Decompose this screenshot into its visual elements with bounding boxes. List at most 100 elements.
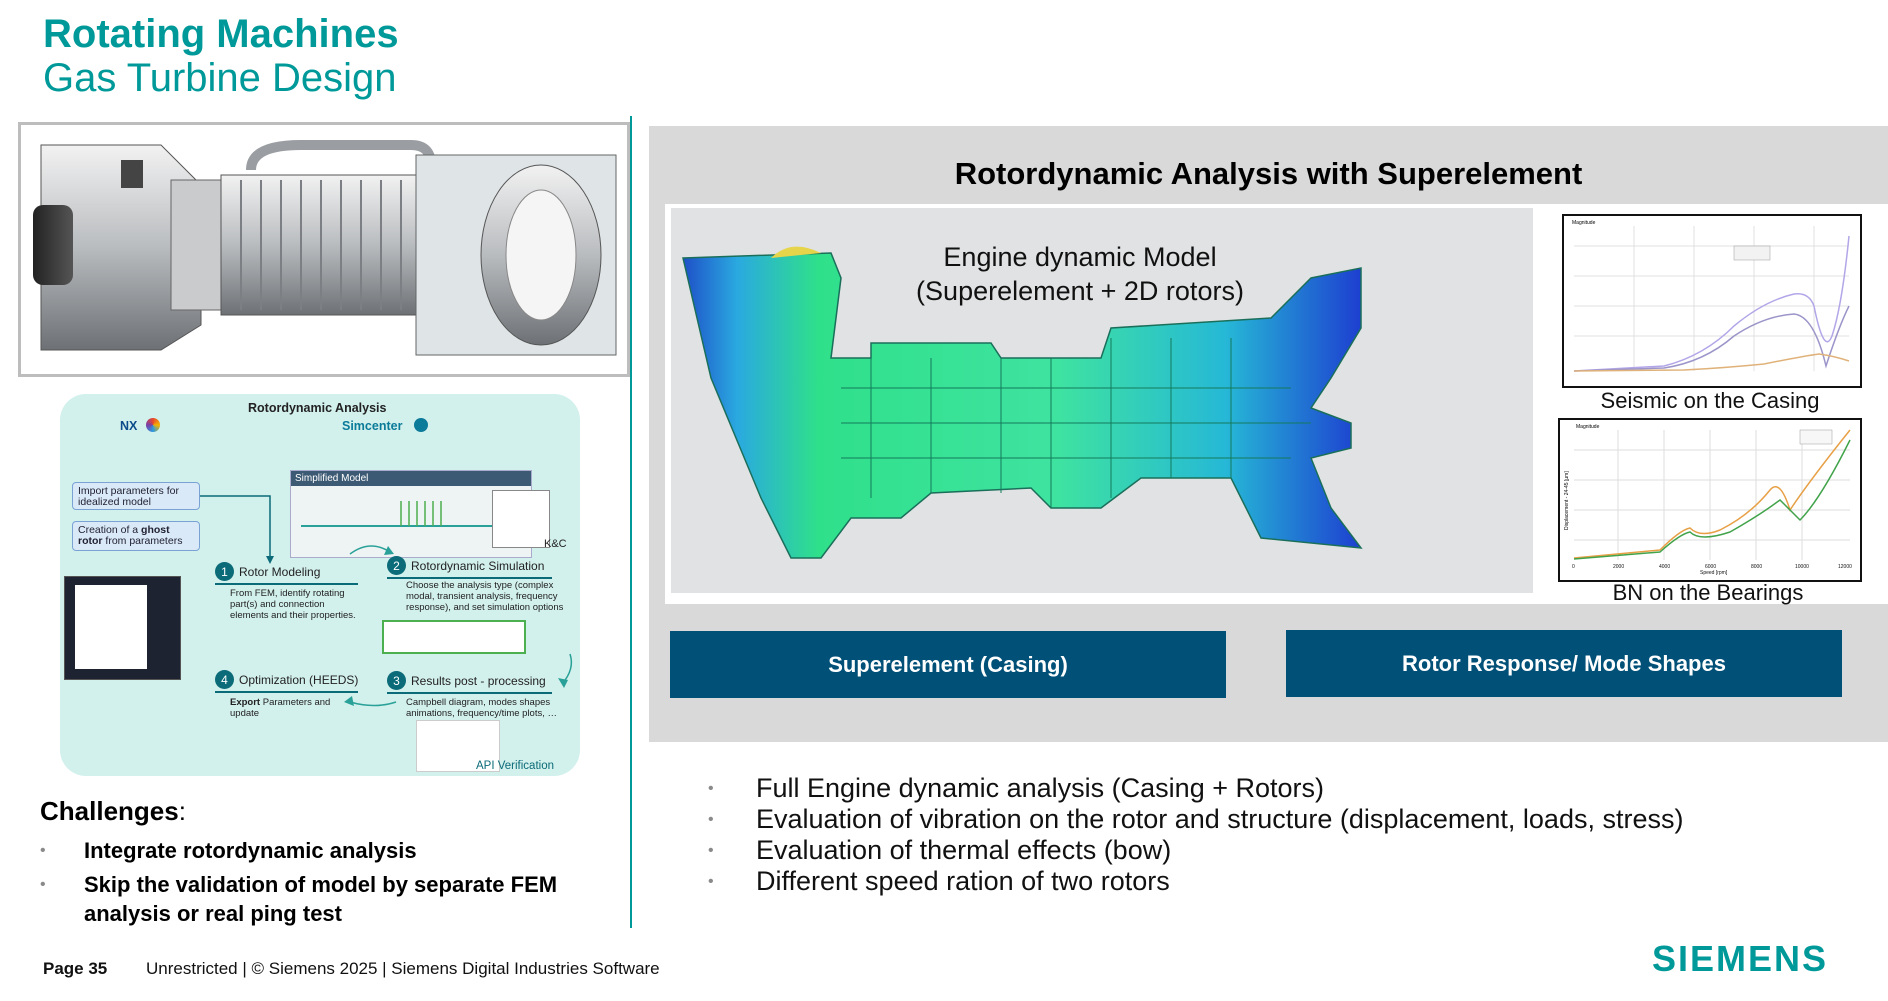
feature-bullet-list: • Full Engine dynamic analysis (Casing +… — [708, 773, 1878, 897]
bullet-icon: • — [708, 842, 714, 859]
nx-label: NX — [120, 419, 138, 433]
step-2-label: Rotordynamic Simulation — [411, 558, 545, 573]
step-3-underline — [387, 692, 552, 694]
seismic-plot-magnitude-label: Magnitude — [1572, 220, 1596, 226]
seismic-legend-box — [1733, 245, 1771, 261]
simplified-model-image: Simplified Model — [290, 470, 532, 558]
bullet-icon: • — [708, 780, 714, 797]
workflow-cycle-arrows — [344, 545, 573, 707]
feature-item: • Different speed ration of two rotors — [708, 866, 1878, 897]
siemens-logo: SIEMENS — [1652, 938, 1829, 979]
bearings-caption: BN on the Bearings — [1612, 580, 1804, 605]
bearings-xtick: 10000 — [1795, 564, 1809, 570]
ghost-rotor-box: Creation of a ghost rotor from parameter… — [72, 521, 200, 551]
step-2-underline — [387, 577, 552, 579]
simulation-toolbar-image — [382, 620, 526, 654]
step-2-number: 2 — [387, 556, 406, 575]
feature-item-text: Full Engine dynamic analysis (Casing + R… — [756, 773, 1324, 803]
challenges-heading-text: Challenges — [40, 796, 179, 826]
seismic-caption: Seismic on the Casing — [1600, 388, 1820, 413]
simcenter-logo-icon — [414, 418, 428, 432]
ghost-rotor-text-pre: Creation of a — [78, 524, 142, 536]
step-3-number: 3 — [387, 671, 406, 690]
simplified-model-label: Simplified Model — [291, 471, 531, 486]
kc-label: K&C — [544, 538, 567, 550]
simplified-model-sketch — [301, 501, 519, 527]
bearings-xtick: 4000 — [1659, 564, 1670, 570]
bearings-legend-box — [1799, 429, 1833, 445]
feature-item: • Evaluation of vibration on the rotor a… — [708, 804, 1878, 835]
api-verification-label: API Verification — [476, 760, 554, 772]
feature-item-text: Different speed ration of two rotors — [756, 866, 1170, 896]
challenge-item-text: Skip the validation of model by separate… — [84, 872, 558, 926]
step-1-underline — [215, 583, 358, 585]
engine-model-caption-line2: (Superelement + 2D rotors) — [916, 276, 1244, 306]
step-1-label: Rotor Modeling — [239, 564, 321, 579]
step-3-label: Results post - processing — [411, 673, 546, 688]
challenge-item: • Integrate rotordynamic analysis — [40, 836, 620, 865]
kc-table-image — [492, 490, 550, 548]
gas-turbine-illustration — [33, 140, 617, 356]
step-1-number: 1 — [215, 562, 234, 581]
ghost-rotor-text-post: from parameters — [102, 535, 183, 547]
feature-item: • Full Engine dynamic analysis (Casing +… — [708, 773, 1878, 804]
import-parameters-box: Import parameters for idealized model — [72, 482, 200, 510]
results-plots-image — [416, 720, 500, 772]
ghost-rotor-text-bold: ghost rotor — [78, 524, 170, 547]
step-4-underline — [215, 691, 358, 693]
seismic-plot-lines: Magnitude — [1572, 220, 1850, 372]
challenge-item: • Skip the validation of model by separa… — [40, 870, 620, 928]
bearings-plot-xlabel: Speed [rpm] — [1700, 570, 1728, 576]
software-screenshot — [64, 576, 181, 680]
vertical-divider — [630, 116, 632, 928]
step-4-desc-text: Parameters and update — [230, 697, 331, 719]
bearings-xtick: 2000 — [1613, 564, 1624, 570]
simcenter-label: Simcenter — [342, 419, 403, 433]
challenges-heading: Challenges: — [40, 796, 186, 827]
superelement-casing-button[interactable]: Superelement (Casing) — [670, 631, 1226, 698]
bearings-xtick: 12000 — [1838, 564, 1852, 570]
slide-subtitle: Gas Turbine Design — [43, 56, 397, 100]
step-3-results-postprocessing: 3 Results post - processing — [387, 671, 546, 690]
bullet-icon: • — [708, 811, 714, 828]
bearings-xtick: 6000 — [1705, 564, 1716, 570]
step-3-description: Campbell diagram, modes shapes animation… — [406, 697, 558, 719]
flow-arrow-to-step1 — [200, 495, 274, 564]
gas-turbine-photo — [18, 122, 630, 377]
challenges-colon: : — [178, 796, 186, 826]
step-4-description: Export Parameters and update — [230, 697, 360, 719]
step-1-rotor-modeling: 1 Rotor Modeling — [215, 562, 320, 581]
step-2-rotordynamic-simulation: 2 Rotordynamic Simulation — [387, 556, 544, 575]
bullet-icon: • — [40, 876, 46, 893]
bearings-xtick: 0 — [1572, 564, 1575, 570]
step-4-desc-bold: Export — [230, 697, 261, 708]
challenge-item-text: Integrate rotordynamic analysis — [84, 838, 417, 863]
bearings-xtick: 8000 — [1751, 564, 1762, 570]
step-4-number: 4 — [215, 670, 234, 689]
nx-logo-icon — [146, 418, 160, 432]
engine-model-caption-line1: Engine dynamic Model — [943, 242, 1217, 272]
engine-model-caption: Engine dynamic Model (Superelement + 2D … — [880, 240, 1280, 308]
challenges-list: • Integrate rotordynamic analysis • Skip… — [40, 836, 620, 928]
page-number: Page 35 — [43, 959, 108, 978]
step-4-label: Optimization (HEEDS) — [239, 672, 359, 687]
step-2-description: Choose the analysis type (complex modal,… — [406, 580, 564, 613]
engine-fem-model-image — [671, 208, 1533, 593]
fem-engine-illustration — [682, 246, 1363, 559]
seismic-casing-plot: Magnitude — [1562, 214, 1862, 388]
bullet-icon: • — [40, 842, 46, 859]
bearings-bn-plot: Magnitude Displacement - 24-45 [µm] 0 20… — [1558, 418, 1862, 582]
bullet-icon: • — [708, 873, 714, 890]
bearings-plot-lines: Magnitude Displacement - 24-45 [µm] 0 20… — [1564, 424, 1852, 576]
bearings-plot-magnitude-label: Magnitude — [1576, 424, 1600, 430]
panel-title: Rotordynamic Analysis with Superelement — [954, 156, 1583, 191]
rotordynamic-workflow-diagram: Rotordynamic Analysis NX Simcenter Simpl… — [60, 394, 580, 776]
rotor-response-mode-shapes-button[interactable]: Rotor Response/ Mode Shapes — [1286, 630, 1842, 697]
step-1-description: From FEM, identify rotating part(s) and … — [230, 588, 356, 621]
footer-text: Unrestricted | © Siemens 2025 | Siemens … — [146, 959, 660, 978]
feature-item-text: Evaluation of vibration on the rotor and… — [756, 804, 1684, 834]
step-4-optimization: 4 Optimization (HEEDS) — [215, 670, 358, 689]
bearings-plot-ylabel: Displacement - 24-45 [µm] — [1564, 471, 1570, 530]
workflow-title: Rotordynamic Analysis — [248, 401, 387, 415]
feature-item: • Evaluation of thermal effects (bow) — [708, 835, 1878, 866]
